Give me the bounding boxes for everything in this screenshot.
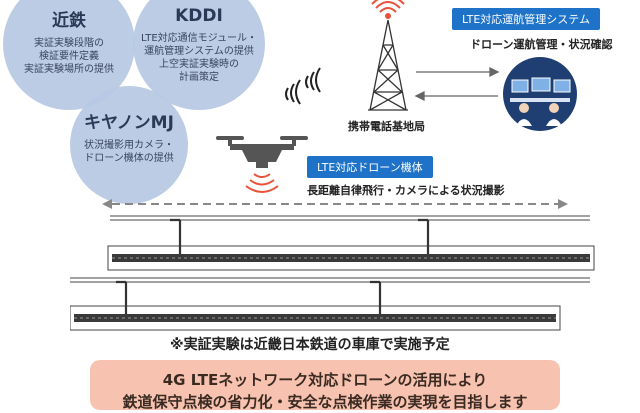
operator-console-icon: [503, 57, 577, 131]
summary-banner: 4G LTEネットワーク対応ドローンの活用により 鉄道保守点検の省力化・安全な点…: [90, 360, 560, 411]
partner-role-line: 検証要件定義: [39, 51, 99, 62]
partner-role-line: ドローン機体の提供: [84, 153, 174, 164]
partner-role-line: LTE対応通信モジュール・: [141, 33, 257, 44]
partner-role-line: 上空実証実験時の: [159, 59, 239, 70]
experiment-location-note: ※実証実験は近畿日本鉄道の車庫で実施予定: [170, 337, 450, 353]
banner-line-1: 4G LTEネットワーク対応ドローンの活用により: [162, 371, 488, 389]
drone-description: 長距離自律飛行・カメラによる状況撮影: [307, 184, 505, 197]
partner-role-line: 状況撮影用カメラ・: [84, 140, 174, 151]
partner-name: KDDI: [175, 6, 223, 26]
base-station-label: 携帯電話基地局: [348, 120, 425, 133]
partner-canon-mj: キヤノンMJ 状況撮影用カメラ・ ドローン機体の提供: [70, 86, 188, 204]
radio-wave-icon: [285, 67, 321, 105]
partner-name: キヤノンMJ: [84, 113, 174, 133]
partner-name: 近鉄: [52, 11, 86, 31]
partner-role-line: 運航管理システムの提供: [144, 46, 254, 57]
system-description: ドローン運航管理・状況確認: [470, 38, 613, 51]
drone-label: LTE対応ドローン機体: [307, 156, 433, 178]
partner-kintetsu: 近鉄 実証実験段階の 検証要件定義 実証実験場所の提供: [3, 0, 135, 110]
link-arrows: [414, 66, 500, 102]
base-station-tower-icon: [368, 0, 408, 111]
drone-icon: [216, 136, 308, 193]
partner-role-line: 実証実験場所の提供: [24, 64, 114, 75]
railway-tracks: [70, 215, 595, 331]
system-label: LTE対応運航管理システム: [452, 8, 600, 30]
partner-role-line: 計画策定: [179, 72, 219, 83]
flight-path-arrow: [102, 199, 568, 209]
banner-line-2: 鉄道保守点検の省力化・安全な点検作業の実現を目指します: [122, 393, 528, 411]
partner-role-line: 実証実験段階の: [34, 38, 104, 49]
